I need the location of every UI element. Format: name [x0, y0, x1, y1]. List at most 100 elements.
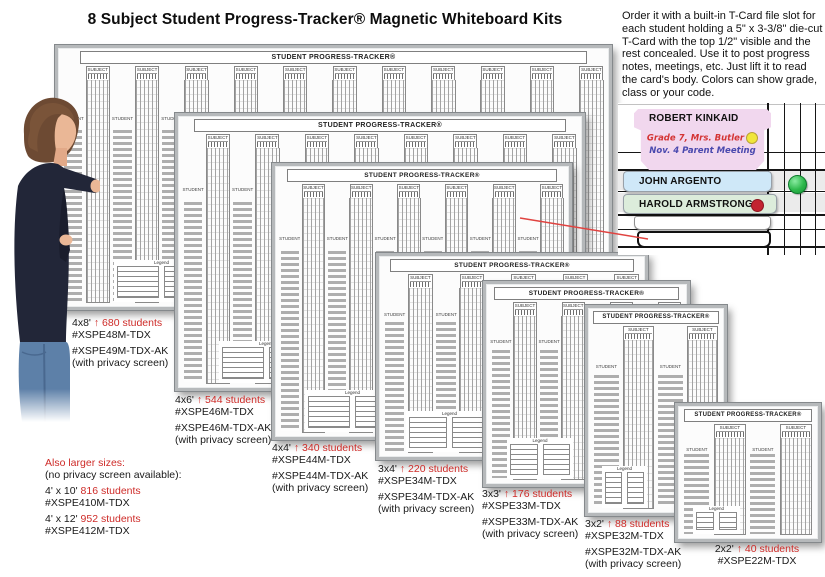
subject-cells: [306, 141, 327, 147]
product-size-line: 3x2' ↑ 88 students: [585, 518, 681, 530]
product-code: #XSPE32M-TDX: [585, 530, 664, 542]
legend-slot-column: [696, 512, 714, 530]
product-label-3x3: 3x3' ↑ 176 students#XSPE33M-TDX#XSPE33M-…: [482, 488, 578, 540]
subject-cells: [137, 73, 158, 79]
board-title: STUDENT PROGRESS-TRACKER®: [494, 287, 679, 300]
subject-header: SUBJECT: [354, 134, 379, 149]
subject-header: SUBJECT: [403, 134, 428, 149]
product-code: #XSPE34M-TDX: [378, 475, 457, 487]
subject-header: SUBJECT: [513, 302, 537, 317]
subject-grid: SUBJECT: [348, 184, 374, 433]
subject-label: SUBJECT: [581, 67, 602, 72]
subject-label: SUBJECT: [628, 327, 649, 332]
subject-header: SUBJECT: [233, 66, 258, 81]
subject-cells: [504, 141, 525, 147]
product-code-ak: #XSPE33M-TDX-AK: [482, 516, 579, 528]
subject-header: SUBJECT: [502, 134, 527, 149]
product-capacity: ↑ 340 students: [293, 442, 363, 454]
also-item-code: #XSPE412M-TDX: [45, 525, 130, 537]
privacy-screen-note: (with privacy screen): [482, 528, 579, 540]
subject-cells: [334, 73, 355, 79]
column-group: STUDENT SUBJECT: [232, 134, 282, 384]
product-code-ak: #XSPE34M-TDX-AK: [378, 491, 475, 503]
tracking-grid: [301, 198, 326, 433]
legend-slot-column: [510, 444, 538, 475]
board-title: STUDENT PROGRESS-TRACKER®: [389, 259, 635, 272]
tcard-note-2: Nov. 4 Parent Meeting: [649, 146, 756, 156]
product-capacity: ↑ 680 students: [93, 317, 163, 329]
product-size: 2x2': [714, 543, 737, 555]
tcard-illustration: ROBERT KINKAID Grade 7, Mrs. Butler Nov.…: [618, 103, 825, 255]
also-heading: Also larger sizes:: [45, 457, 125, 469]
product-capacity: ↑ 544 students: [196, 394, 266, 406]
student-label: STUDENT: [659, 364, 682, 370]
student-label: STUDENT: [374, 236, 396, 242]
student-label: STUDENT: [111, 115, 134, 121]
subject-label: SUBJECT: [398, 185, 420, 190]
student-column: STUDENT: [111, 66, 133, 303]
subject-cells: [515, 309, 535, 315]
student-label: STUDENT: [161, 115, 183, 121]
student-column: STUDENT: [748, 424, 778, 535]
grid-line: [618, 104, 825, 105]
legend: Legend: [406, 411, 493, 452]
subject-label: SUBJECT: [493, 185, 515, 190]
subject-cells: [482, 73, 503, 79]
tcard-name: HAROLD ARMSTRONG: [639, 199, 753, 210]
subject-header: SUBJECT: [205, 134, 230, 149]
student-column: STUDENT: [490, 302, 512, 480]
tcard-harold: HAROLD ARMSTRONG: [623, 194, 777, 214]
product-capacity: ↑ 40 students: [736, 543, 800, 555]
subject-cells: [285, 73, 306, 79]
student-label: STUDENT: [422, 236, 444, 242]
subject-header: SUBJECT: [407, 274, 433, 289]
privacy-screen-note: (with privacy screen): [378, 503, 475, 515]
subject-label: SUBJECT: [513, 275, 534, 280]
subject-header: SUBJECT: [255, 134, 280, 149]
privacy-screen-note: (with privacy screen): [72, 357, 169, 369]
subject-header: SUBJECT: [381, 66, 406, 81]
subject-label: SUBJECT: [284, 67, 306, 72]
board-title: STUDENT PROGRESS-TRACKER®: [194, 119, 566, 132]
student-label: STUDENT: [383, 311, 406, 317]
subject-cells: [688, 333, 716, 339]
board-title: STUDENT PROGRESS-TRACKER®: [80, 51, 587, 64]
student-label: STUDENT: [469, 236, 492, 242]
legend-columns: [510, 444, 570, 475]
legend-label: Legend: [441, 411, 458, 416]
subject-label: SUBJECT: [207, 135, 229, 140]
product-size: 4x4': [272, 442, 294, 454]
subject-header: SUBJECT: [302, 184, 326, 199]
legend-columns: [605, 472, 644, 504]
subject-header: SUBJECT: [431, 66, 456, 81]
product-code-ak: #XSPE49M-TDX-AK: [72, 345, 169, 357]
subject-label: SUBJECT: [433, 67, 454, 72]
product-code: #XSPE48M-TDX: [72, 329, 151, 341]
tracking-grid: [205, 148, 231, 384]
board-title: STUDENT PROGRESS-TRACKER®: [286, 169, 558, 182]
subject-cells: [554, 141, 575, 147]
subject-label: SUBJECT: [334, 67, 355, 72]
student-name-slots: [233, 201, 252, 382]
subject-cells: [235, 73, 256, 79]
subject-label: SUBJECT: [446, 185, 467, 190]
student-label: STUDENT: [232, 186, 254, 192]
subject-cells: [405, 141, 426, 147]
student-label: STUDENT: [279, 236, 301, 242]
tcard-name: ROBERT KINKAID: [649, 113, 739, 124]
subject-header: SUBJECT: [85, 66, 110, 81]
page-title: 8 Subject Student Progress-Tracker® Magn…: [87, 11, 563, 28]
legend-slot-column: [605, 472, 622, 504]
subject-cells: [781, 431, 810, 437]
student-name-slots: [491, 350, 510, 479]
product-code-ak: #XSPE32M-TDX-AK: [585, 546, 682, 558]
student-label: STUDENT: [538, 339, 560, 345]
privacy-screen-note: (with privacy screen): [585, 558, 682, 570]
grid-line: [618, 169, 825, 171]
subject-header: SUBJECT: [686, 326, 718, 341]
subject-cells: [383, 73, 404, 79]
product-label-3x2: 3x2' ↑ 88 students#XSPE32M-TDX #XSPE32M-T…: [585, 518, 681, 570]
